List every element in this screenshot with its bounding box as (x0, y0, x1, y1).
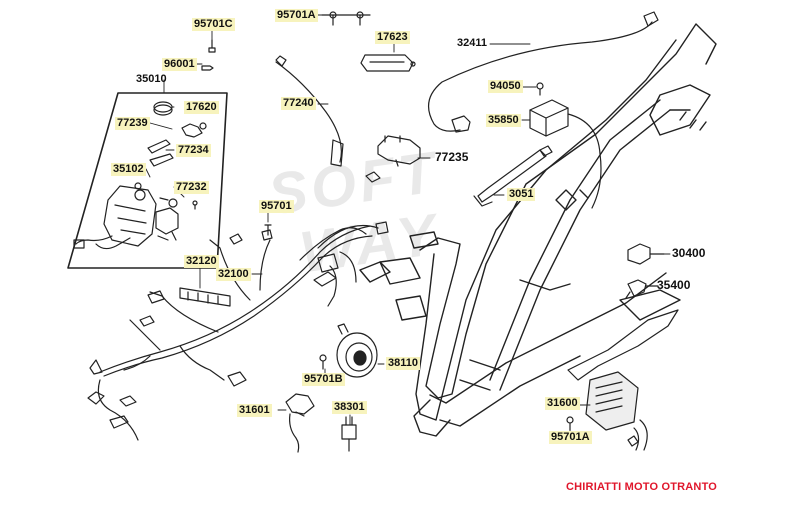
starter-relay-31601 (285, 393, 315, 453)
part-label-95701A-top: 95701A (275, 9, 318, 22)
clip-96001 (201, 65, 214, 71)
part-label-95701C: 95701C (192, 18, 235, 31)
part-label-35850: 35850 (486, 114, 521, 127)
part-label-77235: 77235 (435, 150, 469, 164)
part-label-17623: 17623 (375, 31, 410, 44)
frame (359, 23, 717, 437)
part-label-77239: 77239 (115, 117, 150, 130)
bolt-95701A-bottom (566, 416, 574, 431)
part-label-77234: 77234 (176, 144, 211, 157)
relay-35850 (529, 82, 602, 209)
sensor-30400 (627, 243, 665, 265)
part-label-77232: 77232 (174, 181, 209, 194)
part-label-30400: 30400 (672, 246, 706, 260)
switch-38301 (341, 416, 357, 452)
plug-cap-3051 (473, 145, 553, 207)
part-label-38110: 38110 (386, 357, 420, 370)
part-label-32120: 32120 (184, 255, 219, 268)
part-label-32411: 32411 (457, 37, 487, 49)
part-label-35010: 35010 (136, 73, 167, 85)
part-label-31600: 31600 (545, 397, 580, 410)
bracket-77235 (377, 135, 421, 167)
part-label-31601: 31601 (237, 404, 272, 417)
part-label-96001: 96001 (162, 58, 197, 71)
connector-32120 (179, 287, 231, 307)
horn-38110 (336, 323, 378, 378)
part-label-77240: 77240 (281, 97, 316, 110)
bracket-17623 (360, 54, 416, 72)
part-label-17620: 17620 (184, 101, 219, 114)
bolt-95701B (319, 354, 327, 370)
part-label-35400: 35400 (657, 278, 691, 292)
battery-cable-32411 (427, 11, 659, 133)
part-label-35102: 35102 (111, 163, 146, 176)
regulator-31600 (567, 309, 679, 451)
cable-77240 (275, 55, 344, 167)
part-label-95701B: 95701B (302, 373, 345, 386)
part-label-3051: 3051 (507, 188, 536, 201)
part-label-94050: 94050 (488, 80, 523, 93)
bolt-95701C (208, 39, 216, 53)
bolts-95701A-top (321, 11, 371, 26)
bolt-95701 (264, 224, 272, 236)
part-label-32100: 32100 (216, 268, 251, 281)
part-label-95701: 95701 (259, 200, 294, 213)
part-label-95701A-bottom: 95701A (549, 431, 592, 444)
part-label-38301: 38301 (332, 401, 367, 414)
credit-text: CHIRIATTI MOTO OTRANTO (566, 481, 718, 493)
wiring-harness-32100 (87, 171, 389, 441)
